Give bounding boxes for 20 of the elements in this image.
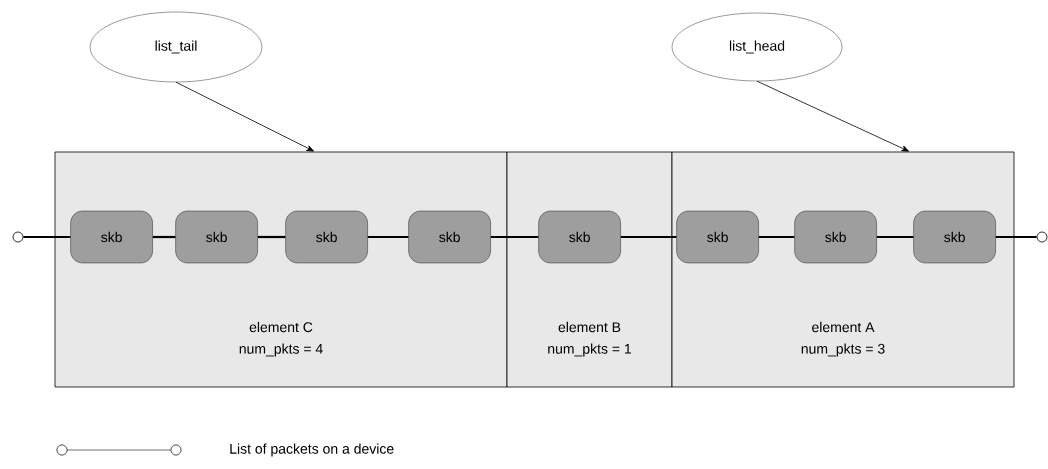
list-link (23, 235, 71, 239)
list-link (620, 235, 677, 239)
skb-box: skb (175, 210, 258, 264)
list-link (367, 235, 409, 239)
list-link (490, 235, 539, 239)
legend-text: List of packets on a device (230, 443, 394, 457)
skb-box: skb (70, 210, 153, 264)
skb-box: skb (538, 210, 621, 264)
skb-box: skb (794, 210, 877, 264)
list-link (995, 235, 1037, 239)
skb-box: skb (676, 210, 759, 264)
list-link (876, 235, 914, 239)
list-link (758, 235, 795, 239)
skb-box: skb (285, 210, 368, 264)
list-link (152, 235, 176, 239)
list-link (257, 235, 286, 239)
skb-box: skb (913, 210, 996, 264)
skb-box: skb (408, 210, 491, 264)
pointer-arrow (175, 81, 314, 152)
pointer-arrow (756, 80, 909, 152)
